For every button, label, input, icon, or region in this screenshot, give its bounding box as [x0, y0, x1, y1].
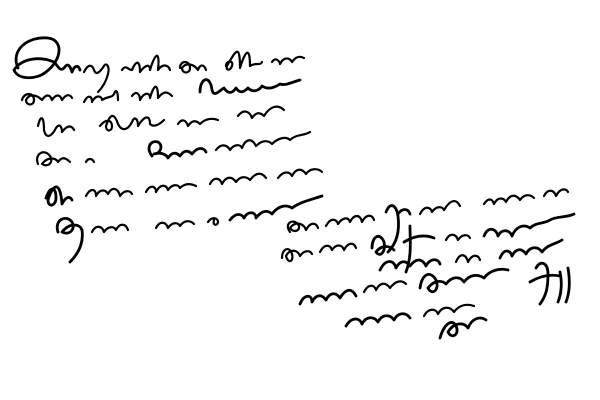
scribble-stroke — [36, 117, 76, 137]
scribble-stroke — [206, 217, 220, 226]
scribble-stroke — [120, 54, 172, 74]
scribble-stroke — [438, 316, 488, 340]
right-line-5 — [344, 261, 571, 340]
left-line-3 — [36, 105, 286, 137]
scribble-stroke — [542, 188, 570, 198]
scribble-stroke — [344, 312, 412, 328]
scribble-stroke — [44, 185, 74, 207]
left-line-2 — [20, 78, 302, 106]
scribble-stroke — [82, 63, 110, 94]
scribble-stroke — [286, 220, 320, 234]
scribble-stroke — [20, 92, 74, 106]
scribble-stroke — [224, 50, 264, 71]
scribble-stroke — [130, 85, 174, 102]
scribble-stroke — [444, 233, 472, 242]
scribble-stroke — [84, 187, 134, 198]
scribble-stroke — [144, 182, 198, 194]
scribble-stroke — [454, 254, 482, 264]
scribble-stroke — [90, 223, 130, 234]
right-line-2 — [280, 212, 576, 274]
scribble-stroke — [270, 55, 306, 66]
left-line-5 — [44, 168, 324, 207]
scribble-stroke — [55, 217, 84, 264]
left-line-1 — [12, 36, 306, 94]
right-line-3 — [378, 238, 564, 272]
scribble-stroke — [324, 214, 376, 228]
scribble-stroke — [12, 36, 82, 80]
scribble-stroke — [482, 212, 576, 238]
scribble-stroke — [298, 288, 358, 306]
scribble-stroke — [147, 140, 208, 160]
scribble-stroke — [154, 220, 196, 230]
scribble-stroke — [280, 248, 314, 263]
scribble-stroke — [318, 242, 358, 254]
scribble-stroke — [208, 172, 268, 186]
right-line-1 — [286, 188, 570, 254]
scribble-stroke — [178, 60, 208, 74]
scribble-stroke — [556, 266, 571, 304]
scribble-stroke — [84, 157, 96, 164]
scribble-stroke — [82, 90, 120, 104]
scribble-stroke — [276, 168, 324, 180]
right-handwriting-block — [280, 188, 576, 340]
left-line-4 — [36, 130, 312, 167]
scribble-stroke — [98, 114, 166, 132]
scribble-stroke — [228, 194, 324, 222]
scribble-stroke — [36, 151, 72, 167]
scribble-stroke — [370, 234, 396, 256]
scribble-stroke — [176, 117, 220, 128]
left-line-6 — [55, 194, 324, 264]
scribble-stroke — [422, 303, 476, 318]
left-handwriting-block — [12, 36, 324, 264]
scribble-stroke — [418, 200, 462, 216]
scribble-stroke — [418, 267, 510, 294]
scribble-stroke — [528, 261, 562, 306]
scribble-stroke — [482, 194, 536, 206]
scribble-stroke — [198, 78, 302, 95]
scribble-stroke — [378, 258, 442, 272]
scribble-stroke — [402, 224, 436, 274]
scribble-stroke — [362, 280, 408, 294]
scribble-stroke — [236, 105, 286, 120]
scribble-stroke — [498, 238, 564, 260]
scribble-stroke — [214, 130, 312, 152]
right-line-4 — [298, 267, 510, 306]
scribble-stroke — [384, 204, 412, 254]
